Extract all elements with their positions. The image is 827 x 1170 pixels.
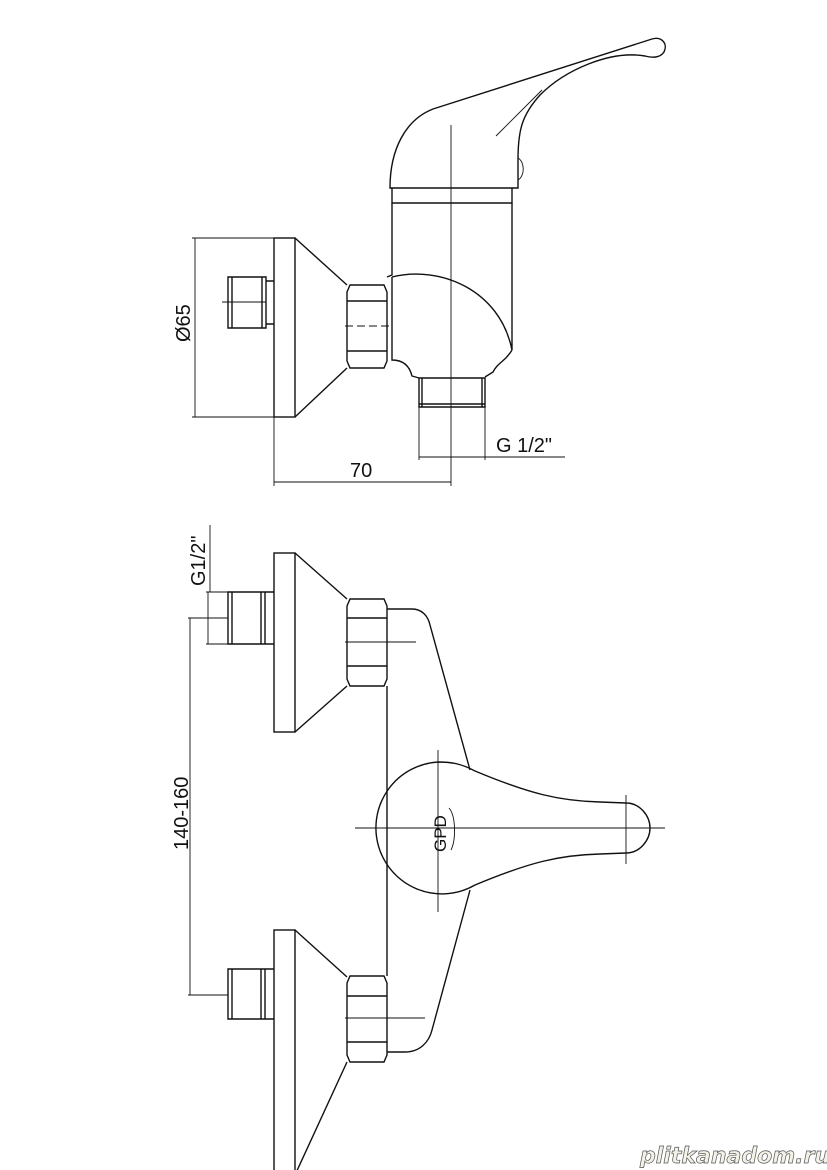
front-view: GPD G1/2" 140-160 (171, 525, 665, 1170)
upper-cone (294, 552, 348, 733)
inlet-thread-label: G1/2" (188, 536, 210, 586)
mixer-body (386, 203, 513, 379)
spacing-dimension (188, 617, 228, 996)
outlet-thread-dimension (418, 407, 565, 460)
diameter-label: Ø65 (173, 304, 195, 342)
spacing-label: 140-160 (171, 777, 193, 850)
side-view: Ø65 G 1/2" 70 (173, 37, 666, 486)
depth-label: 70 (350, 460, 372, 482)
lower-inlet-stub (227, 968, 274, 1020)
cartridge-ring (391, 188, 513, 204)
upper-flange (273, 552, 296, 733)
outlet-stub (418, 377, 486, 408)
outlet-thread-label: G 1/2" (496, 435, 552, 457)
lever-front (375, 761, 651, 895)
lower-flange (273, 929, 296, 1170)
lever-outline (389, 37, 666, 189)
flange-cone (294, 237, 348, 418)
hex-nut (346, 284, 388, 369)
mixer-body-front (386, 608, 471, 1053)
depth-dimension (273, 417, 451, 486)
logo-swoosh (448, 807, 455, 851)
lever-centerlines (355, 750, 665, 912)
watermark: plitkanadom.ru (639, 1144, 827, 1169)
lever-nub (517, 157, 524, 181)
wall-flange (273, 237, 296, 418)
upper-inlet-stub (227, 591, 274, 645)
inlet-stub (227, 276, 274, 329)
brand-logo: GPD (431, 815, 450, 852)
lever-edge-line (495, 89, 543, 137)
lower-hex-nut (346, 975, 388, 1063)
lower-cone (294, 929, 348, 1170)
upper-hex-nut (346, 598, 388, 687)
diameter-dimension (192, 237, 274, 418)
